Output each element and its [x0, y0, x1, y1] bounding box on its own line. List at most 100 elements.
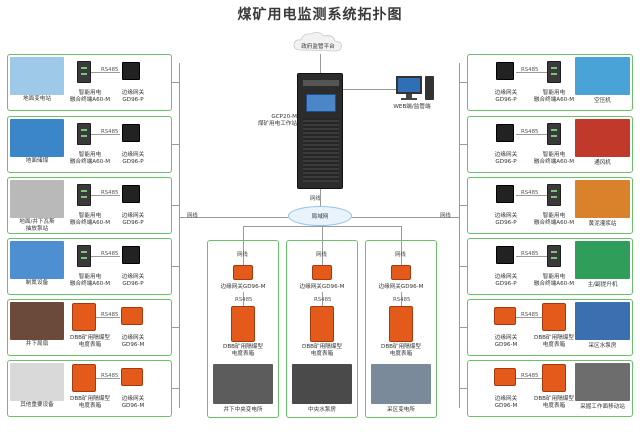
site-photo: [10, 119, 64, 157]
dbb-box-icon: [72, 364, 96, 392]
server-label: GCP20-M 煤矿用电工作站: [257, 114, 297, 127]
fusion-terminal-icon: [77, 61, 91, 83]
tower-icon: [425, 76, 434, 100]
cloud-icon: [291, 30, 345, 54]
rs485-label: RS485: [521, 67, 539, 73]
gateway-icon: [122, 246, 140, 264]
dbb-box-icon: [310, 306, 334, 342]
box-label: DBB矿用隔爆型 电度表箱: [302, 344, 342, 357]
device-label: 智能用电 融合终端A60-M: [69, 213, 111, 226]
cloud-label: 政府监管平台: [301, 44, 335, 50]
site-label: 其他重要设备: [20, 402, 54, 408]
gateway-icon: [122, 185, 140, 203]
rs485-label: RS485: [393, 297, 411, 303]
site-photo: [575, 363, 630, 401]
device-label: DBB矿用隔爆型 电度表箱: [70, 335, 110, 348]
site-label: 井下中央变电所: [223, 407, 263, 413]
fusion-terminal-icon: [77, 245, 91, 267]
gateway-label: 边缘网关 GD96-P: [494, 152, 518, 165]
rs485-label: RS485: [521, 373, 539, 379]
site-label: 空压机: [594, 98, 611, 104]
site-photo: [10, 363, 64, 401]
gateway-icon: [121, 368, 143, 386]
device-label: 智能用电 融合终端A60-M: [69, 274, 111, 287]
site-label: 井下局扇: [25, 341, 49, 347]
web-label: WEB端/监管端: [393, 104, 431, 110]
rs485-label: RS485: [101, 312, 119, 318]
site-label: 地面储煤: [25, 158, 49, 164]
site-photo: [575, 302, 630, 340]
fusion-terminal-icon: [547, 184, 561, 206]
gateway-icon: [312, 265, 332, 280]
device-label: 智能用电 融合终端A60-M: [533, 152, 575, 165]
gateway-icon: [496, 62, 514, 80]
gateway-label: 边缘网关 GD96-P: [121, 213, 145, 226]
gateway-icon: [496, 185, 514, 203]
gateway-icon: [494, 368, 516, 386]
fusion-terminal-icon: [547, 245, 561, 267]
rs485-label: RS485: [101, 251, 119, 257]
gateway-label: 边缘网关 GD96-P: [121, 152, 145, 165]
rs485-label: RS485: [521, 190, 539, 196]
site-label: 中央水泵房: [308, 407, 336, 413]
site-photo: [575, 180, 630, 218]
gateway-label: 边缘网关GD96-M: [378, 284, 424, 290]
site-label: 采掘工作面移动站: [580, 404, 625, 410]
monitor-icon: [396, 76, 422, 100]
gateway-label: 边缘网关 GD96-P: [121, 90, 145, 103]
right-fiber-label: 网线: [440, 213, 451, 219]
gateway-icon: [494, 307, 516, 325]
dbb-box-icon: [389, 306, 413, 342]
site-label: 采区水泵房: [588, 343, 617, 349]
rs485-label: RS485: [521, 251, 539, 257]
fiber-label: 网线: [395, 252, 406, 258]
site-photo: [10, 57, 64, 95]
server-cabinet: [297, 73, 343, 189]
fiber-label: 网线: [237, 252, 248, 258]
rs485-label: RS485: [521, 312, 539, 318]
device-label: 智能用电 融合终端A60-M: [533, 213, 575, 226]
site-photo: [10, 180, 64, 218]
site-photo: [213, 364, 273, 404]
site-photo: [575, 119, 630, 157]
device-label: 智能用电 融合终端A60-M: [69, 90, 111, 103]
fusion-terminal-icon: [547, 61, 561, 83]
gateway-label: 边缘网关 GD96-P: [121, 274, 145, 287]
box-label: DBB矿用隔爆型 电度表箱: [223, 344, 263, 357]
site-label: 制氮设备: [25, 280, 49, 286]
gateway-label: 边缘网关 GD96-M: [494, 396, 518, 409]
device-label: 智能用电 融合终端A60-M: [533, 90, 575, 103]
rs485-label: RS485: [235, 297, 253, 303]
lan-label: 局域网: [311, 214, 329, 220]
device-label: 智能用电 融合终端A60-M: [69, 152, 111, 165]
rs485-label: RS485: [521, 129, 539, 135]
gateway-icon: [233, 265, 253, 280]
rs485-label: RS485: [314, 297, 332, 303]
dbb-box-icon: [231, 306, 255, 342]
gateway-label: 边缘网关 GD96-M: [494, 335, 518, 348]
site-label: 黄泥灌浆站: [588, 221, 617, 227]
fusion-terminal-icon: [77, 123, 91, 145]
site-photo: [10, 241, 64, 279]
gateway-label: 边缘网关 GD96-M: [121, 396, 145, 409]
server-fiber-label: 网线: [310, 196, 321, 202]
device-label: 智能用电 融合终端A60-M: [533, 274, 575, 287]
dbb-box-icon: [72, 303, 96, 331]
left-fiber-label: 网线: [187, 213, 198, 219]
lan-ring: [288, 206, 352, 226]
page-title: 煤矿用电监测系统拓扑图: [237, 7, 403, 23]
gateway-icon: [496, 124, 514, 142]
box-label: DBB矿用隔爆型 电度表箱: [381, 344, 421, 357]
gateway-label: 边缘网关 GD96-M: [121, 335, 145, 348]
site-photo: [575, 241, 630, 279]
fiber-label: 网线: [316, 252, 327, 258]
rs485-label: RS485: [101, 190, 119, 196]
site-photo: [292, 364, 352, 404]
site-photo: [371, 364, 431, 404]
device-label: DBB矿用隔爆型 电度表箱: [534, 335, 574, 348]
site-label: 地面变电站: [23, 96, 51, 102]
dbb-box-icon: [542, 364, 566, 392]
site-photo: [10, 302, 64, 340]
dbb-box-icon: [542, 303, 566, 331]
gateway-label: 边缘网关 GD96-P: [494, 213, 518, 226]
